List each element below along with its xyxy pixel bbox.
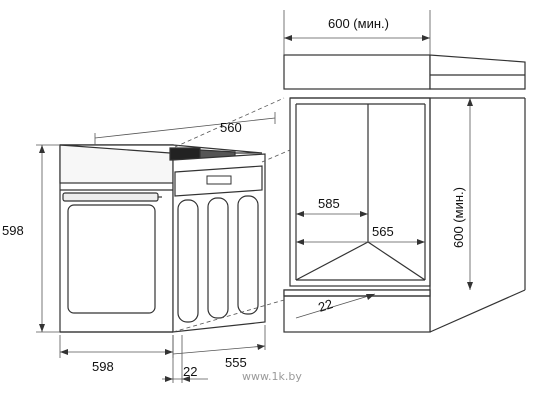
oven-door-handle: [62, 192, 159, 202]
cabinet-plinth: [283, 289, 431, 333]
dim-oven-width: 598: [92, 359, 114, 374]
dim-oven-depth: 555: [225, 355, 247, 370]
oven-drawing: [59, 144, 266, 333]
dim-niche-inner-width: 565: [372, 224, 394, 239]
dim-niche-inner-depth: 585: [318, 196, 340, 211]
dim-niche-height: 600 (мин.): [451, 187, 466, 248]
cabinet-niche-frame: [289, 97, 431, 287]
dim-oven-height: 598: [2, 223, 24, 238]
dimension-lines: [36, 10, 473, 383]
dim-oven-top-depth: 560: [220, 120, 242, 135]
cabinet-drawing: [283, 54, 526, 333]
watermark: www.1k.by: [242, 370, 302, 383]
dim-niche-width: 600 (мин.): [328, 16, 389, 31]
oven-door-window: [67, 204, 156, 314]
cabinet-top-board: [283, 54, 431, 90]
dim-vent-gap: 22: [316, 296, 334, 315]
dim-door-offset: 22: [183, 364, 197, 379]
